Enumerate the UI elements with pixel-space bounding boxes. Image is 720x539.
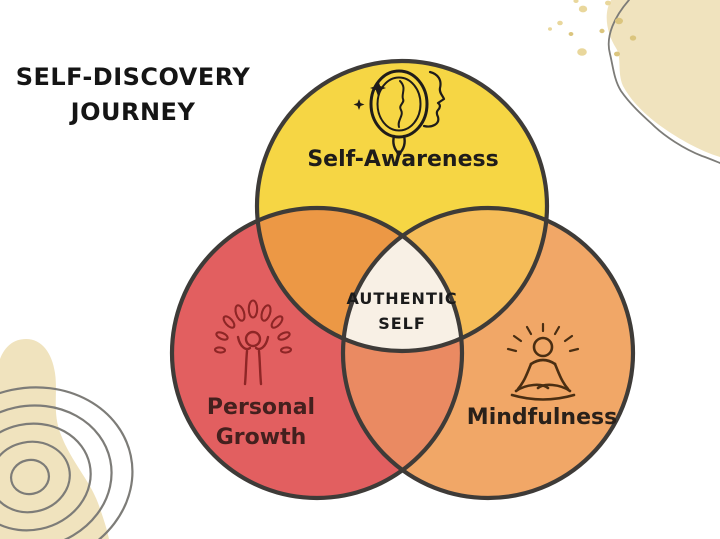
corner-blob-bottom-left (0, 339, 134, 539)
squiggle-line (607, 0, 720, 164)
light-rays (506, 322, 580, 353)
corner-blob-top-right (548, 0, 720, 164)
page-title-line2: JOURNEY (70, 97, 196, 126)
label-personal-growth: Personal Growth (206, 395, 316, 450)
venn-outline-self-awareness (254, 58, 550, 354)
sparkle-icon (353, 99, 365, 110)
label-self-awareness: Self-Awareness (307, 147, 499, 172)
label-authentic-self: AUTHENTIC SELF (332, 287, 472, 337)
meditation-lotus-icon (506, 322, 580, 401)
scatter-dots (548, 0, 637, 57)
page-title: SELF-DISCOVERY JOURNEY (6, 60, 260, 130)
mirror-reflection-icon (353, 69, 446, 156)
sparkle-icon (370, 80, 386, 96)
label-authentic-self-line2: SELF (378, 313, 426, 333)
face-profile-line (422, 70, 446, 128)
concentric-rings (0, 386, 134, 539)
person-growth-leaves-icon (213, 299, 293, 386)
page-title-line1: SELF-DISCOVERY (15, 63, 251, 91)
label-mindfulness: Mindfulness (466, 405, 618, 430)
beige-blob-shape (0, 339, 109, 539)
label-authentic-self-line1: AUTHENTIC (346, 289, 458, 308)
leaves (213, 299, 293, 354)
venn-outline-mindfulness (340, 205, 636, 501)
venn-center-region (343, 208, 462, 351)
venn-outline-personal-growth (169, 205, 465, 501)
